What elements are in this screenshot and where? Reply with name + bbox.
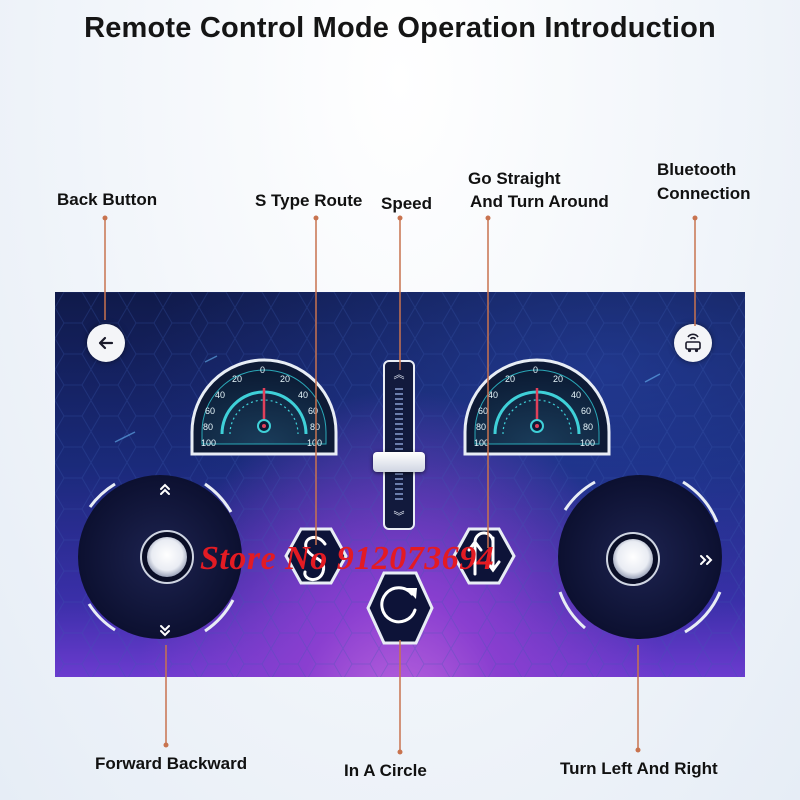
s-route-icon	[303, 535, 327, 581]
forward-backward-joystick[interactable]	[78, 475, 242, 639]
right-gauge-tick-0: 0	[533, 365, 539, 375]
left-gauge-tick-100b: 100	[307, 438, 323, 448]
label-bluetooth-2: Connection	[657, 184, 751, 203]
left-gauge-tick-40a: 40	[215, 390, 226, 400]
turn-left-right-joystick[interactable]	[558, 475, 722, 639]
page-title: Remote Control Mode Operation Introducti…	[84, 12, 716, 44]
chevron-up-icon	[160, 483, 170, 495]
straight-turnaround-button[interactable]	[452, 527, 516, 585]
arrow-left-icon	[98, 336, 114, 350]
left-speed-gauge	[190, 358, 338, 456]
left-gauge-tick-60b: 60	[308, 406, 319, 416]
left-gauge-tick-80b: 80	[310, 422, 321, 432]
right-gauge-tick-80b: 80	[583, 422, 594, 432]
label-bluetooth-1: Bluetooth	[657, 160, 737, 179]
speed-slider[interactable]: ︽ ︾	[383, 360, 415, 530]
slider-up-icon: ︽	[393, 369, 405, 381]
right-gauge-tick-20b: 20	[553, 374, 564, 384]
left-gauge-tick-20b: 20	[280, 374, 291, 384]
right-gauge-tick-60b: 60	[581, 406, 592, 416]
right-speed-gauge	[463, 358, 611, 456]
right-gauge-tick-60a: 60	[478, 406, 489, 416]
s-route-button[interactable]	[284, 527, 348, 585]
back-button[interactable]	[87, 324, 125, 362]
left-gauge-tick-40b: 40	[298, 390, 309, 400]
right-gauge-tick-100a: 100	[474, 438, 490, 448]
right-gauge-tick-80a: 80	[476, 422, 487, 432]
right-gauge-tick-40a: 40	[488, 390, 499, 400]
slider-down-icon: ︾	[393, 511, 405, 523]
circle-route-button[interactable]	[366, 571, 434, 645]
chevron-down-icon	[160, 625, 170, 637]
label-in-a-circle: In A Circle	[344, 761, 427, 780]
right-gauge-tick-40b: 40	[571, 390, 582, 400]
store-watermark: Store No 912073694	[200, 540, 495, 577]
speed-slider-handle[interactable]	[373, 452, 425, 472]
bluetooth-car-icon	[685, 333, 701, 353]
slider-track	[395, 388, 403, 502]
left-gauge-tick-0: 0	[260, 365, 266, 375]
straight-turnaround-icon	[467, 531, 501, 576]
label-turn-left-right: Turn Left And Right	[560, 759, 718, 778]
left-gauge-tick-60a: 60	[205, 406, 216, 416]
label-forward-backward: Forward Backward	[95, 754, 248, 773]
bluetooth-connection-button[interactable]	[674, 324, 712, 362]
right-gauge-tick-100b: 100	[580, 438, 596, 448]
chevron-right-icon	[700, 555, 713, 565]
left-gauge-tick-20a: 20	[232, 374, 243, 384]
left-gauge-tick-100a: 100	[201, 438, 217, 448]
app-screen: 0 20 40 60 80 100 20 40 60 80 100 0 20 4…	[55, 292, 745, 677]
label-go-straight-2: And Turn Around	[470, 192, 609, 211]
right-gauge-tick-20a: 20	[505, 374, 516, 384]
label-speed: Speed	[381, 194, 433, 213]
circle-route-icon	[380, 586, 417, 624]
label-go-straight-1: Go Straight	[468, 169, 561, 188]
label-back-button: Back Button	[57, 190, 158, 209]
label-s-type-route: S Type Route	[255, 191, 363, 210]
left-gauge-tick-80a: 80	[203, 422, 214, 432]
